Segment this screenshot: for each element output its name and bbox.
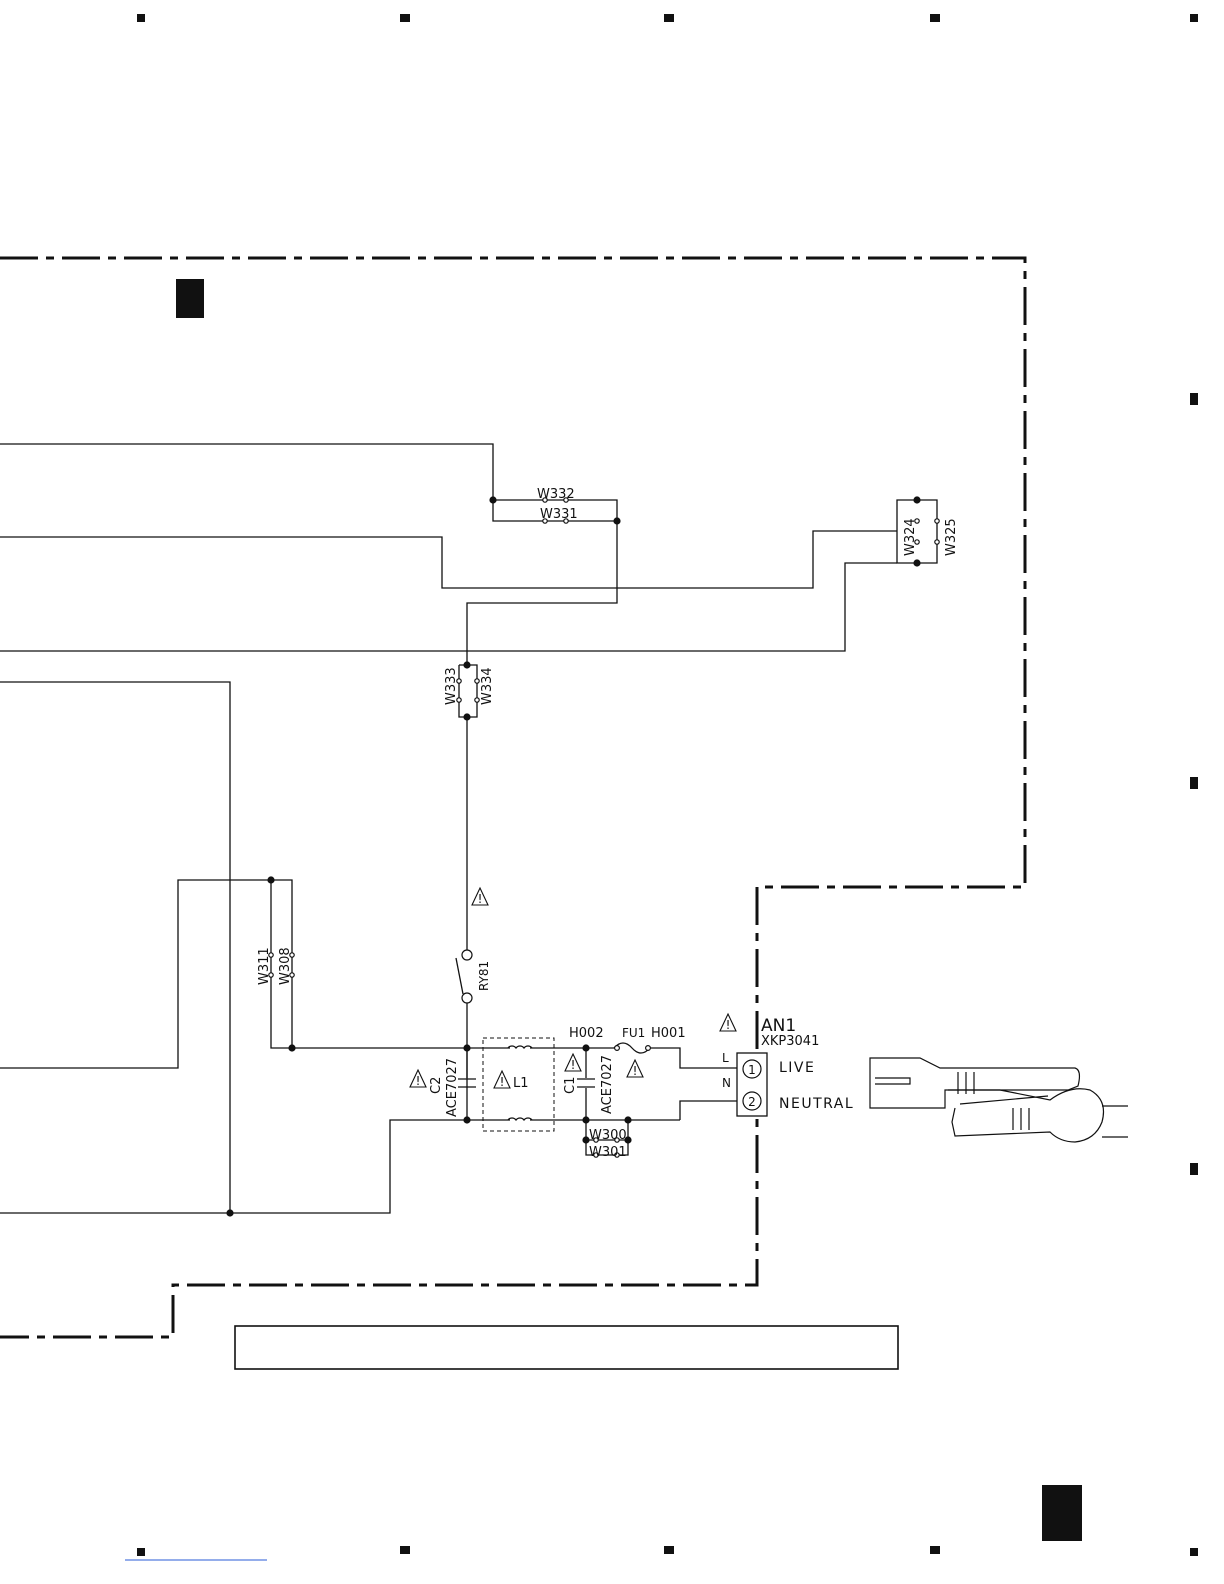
w311-label: W311 bbox=[257, 947, 272, 985]
h002-label: H002 bbox=[569, 1026, 604, 1041]
ry81-label: RY81 bbox=[477, 961, 491, 991]
l1-label: L1 bbox=[513, 1076, 529, 1091]
svg-text:!: ! bbox=[571, 1058, 576, 1072]
w331-label: W331 bbox=[540, 507, 578, 522]
registration-marks bbox=[137, 14, 1198, 1556]
pin-n-label: N bbox=[722, 1076, 731, 1090]
caution-icon: ! bbox=[627, 1060, 643, 1078]
relay-ry81-symbol bbox=[456, 950, 472, 1003]
w324-label: W324 bbox=[903, 518, 918, 556]
terminal-1-label: 1 bbox=[748, 1063, 756, 1077]
svg-text:!: ! bbox=[478, 892, 483, 906]
w325-label: W325 bbox=[944, 518, 959, 556]
neutral-label: NEUTRAL bbox=[779, 1096, 854, 1112]
w333-label: W333 bbox=[444, 667, 459, 705]
w332-label: W332 bbox=[537, 487, 575, 502]
c2-label: C2 bbox=[429, 1077, 444, 1094]
terminal-2-label: 2 bbox=[748, 1095, 756, 1109]
c1-label: C1 bbox=[563, 1077, 578, 1094]
caution-icon: ! bbox=[565, 1054, 581, 1072]
caution-icon: ! bbox=[720, 1014, 736, 1032]
live-label: LIVE bbox=[779, 1060, 815, 1076]
pin-l-label: L bbox=[722, 1051, 729, 1065]
ac-inlet-an1: 1 2 bbox=[737, 1053, 767, 1116]
h001-label: H001 bbox=[651, 1026, 686, 1041]
c2-part-label: ACE7027 bbox=[445, 1058, 460, 1117]
w301-label: W301 bbox=[589, 1145, 627, 1160]
fu1-label: FU1 bbox=[622, 1026, 645, 1040]
w308-label: W308 bbox=[278, 947, 293, 985]
board-marker-block bbox=[176, 279, 204, 318]
svg-text:!: ! bbox=[726, 1018, 731, 1032]
board-boundary bbox=[0, 258, 1025, 1337]
an1-part-label: XKP3041 bbox=[761, 1034, 819, 1049]
note-box bbox=[235, 1326, 898, 1369]
w300-label: W300 bbox=[589, 1128, 627, 1143]
an1-label: AN1 bbox=[761, 1016, 796, 1036]
caution-icon: ! bbox=[410, 1070, 426, 1088]
svg-text:!: ! bbox=[416, 1074, 421, 1088]
svg-text:!: ! bbox=[633, 1064, 638, 1078]
capacitor-c1-symbol bbox=[577, 1079, 595, 1087]
caution-icon: ! bbox=[494, 1071, 510, 1089]
page-corner-block bbox=[1042, 1485, 1082, 1541]
c1-part-label: ACE7027 bbox=[600, 1055, 615, 1114]
svg-text:!: ! bbox=[500, 1075, 505, 1089]
caution-icon: ! bbox=[472, 888, 488, 906]
w334-label: W334 bbox=[480, 667, 495, 705]
power-cord-plug-drawing bbox=[870, 1058, 1128, 1142]
